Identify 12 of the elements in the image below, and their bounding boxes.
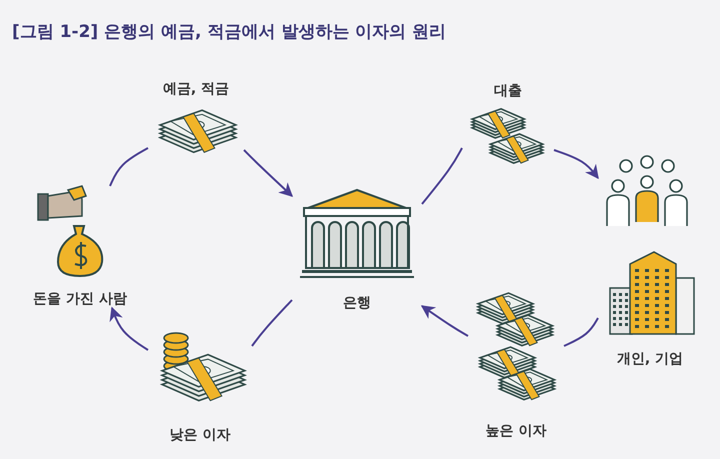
flow-arrow [420,305,468,337]
flow-arrow [554,149,599,180]
node-label: 대출 [493,82,523,100]
node-label: 예금, 적금 [162,80,230,98]
figure-title: [그림 1-2] 은행의 예금, 적금에서 발생하는 이자의 원리 [12,21,446,43]
node-label: 은행 [342,294,372,312]
node-label: 개인, 기업 [616,350,684,368]
node-label: 낮은 이자 [168,426,232,444]
flow-arrow [110,306,149,351]
flow-arrow [243,149,294,197]
node-label: 돈을 가진 사람 [32,290,128,308]
node-label: 높은 이자 [484,422,548,440]
